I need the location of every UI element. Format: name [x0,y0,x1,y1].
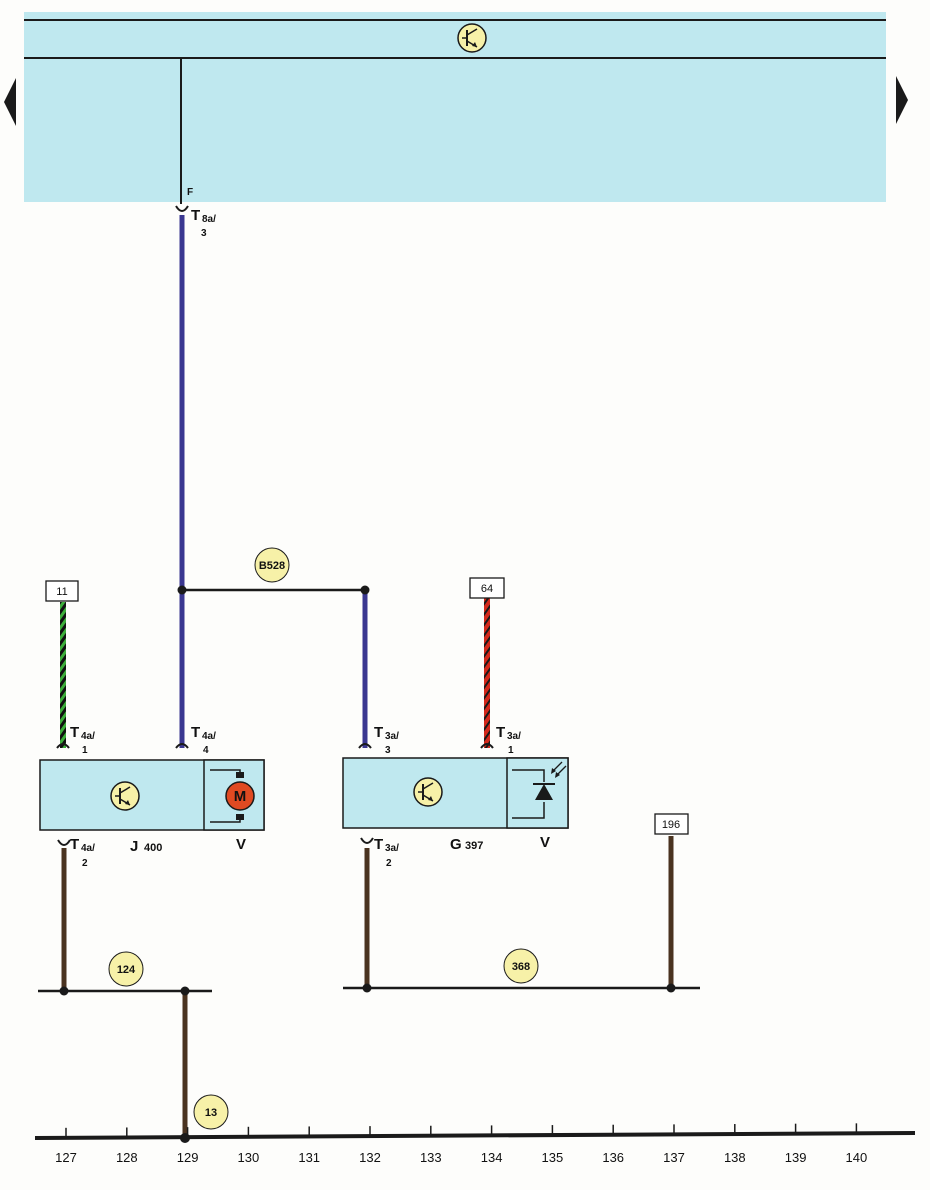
connector-sub: 4a/ [202,731,216,742]
connector-t3a-2: T 3a/ 2 [360,836,399,869]
ref-box-11[interactable]: 11 [45,580,79,602]
scale-label: 132 [359,1150,381,1165]
connector-sub: 8a/ [202,214,216,225]
connector-t4a-1: T 4a/ 1 [56,724,95,756]
connector-t4a-2: T 4a/ 2 [57,836,95,869]
scale-label: 139 [785,1150,807,1165]
connector-main: T [70,836,79,853]
photodiode-icon [512,761,567,819]
transistor-icon [110,781,140,811]
panel-background [24,12,886,202]
connector-pin: 1 [508,745,514,756]
callout-label: B528 [259,560,285,572]
transistor-icon [457,23,487,53]
junction-dot [666,983,676,993]
scale-label: 140 [846,1150,868,1165]
top-control-unit-panel [24,12,886,202]
scale-label: 128 [116,1150,138,1165]
voltage-label: V [236,836,246,853]
scale-label: 137 [663,1150,685,1165]
callout-124: 124 [108,951,144,987]
wire-label-f: F [187,187,193,198]
wire-red-black [484,598,490,748]
component-g397[interactable]: G 397 V [342,757,569,853]
connector-sub: 3a/ [385,731,399,742]
junction-dot [362,983,372,993]
callout-b528: B528 [254,547,290,583]
ref-box-196[interactable]: 196 [654,813,689,835]
connector-main: T [374,836,383,853]
component-main-label: G [450,836,462,853]
ref-box-label: 64 [481,583,493,595]
scale-label: 135 [542,1150,564,1165]
component-sub-label: 397 [465,840,483,852]
connector-main: T [191,724,200,741]
junction-dot [59,986,69,996]
connector-t3a-1: T 3a/ 1 [480,724,521,756]
motor-icon: M [210,769,255,823]
scale-label: 127 [55,1150,77,1165]
connector-main: T [374,724,383,741]
connector-pin: 2 [82,858,88,869]
callout-368: 368 [503,948,539,984]
connector-sub: 4a/ [81,731,95,742]
callout-label: 13 [205,1107,217,1119]
component-sub-label: 400 [144,842,162,854]
connector-main: T [496,724,505,741]
scale-label: 138 [724,1150,746,1165]
ground-bus [34,1131,916,1140]
transistor-icon [413,777,443,807]
connector-t4a-4: T 4a/ 4 [175,724,216,756]
callout-13: 13 [193,1094,229,1130]
connector-sub: 4a/ [81,843,95,854]
connector-pin: 4 [203,745,209,756]
junction-dot [360,585,370,595]
left-triangle-icon[interactable] [4,78,16,126]
connector-main: T [191,207,200,224]
connector-main: T [70,724,79,741]
connector-pin: 2 [386,858,392,869]
scale-label: 129 [177,1150,199,1165]
connector-pin: 1 [82,745,88,756]
scale-label: 136 [602,1150,624,1165]
connector-pin: 3 [385,745,391,756]
junction-dot [177,585,187,595]
connector-t3a-3: T 3a/ 3 [358,724,399,756]
scale-label: 133 [420,1150,442,1165]
ref-box-label: 11 [56,586,67,598]
component-j400[interactable]: M J 400 V [39,759,265,855]
motor-letter: M [234,788,247,805]
connector-sub: 3a/ [507,731,521,742]
connector-pin: 3 [201,228,207,239]
junction-dot [180,986,190,996]
junction-dots [59,585,676,1143]
component-main-label: J [130,838,138,855]
position-scale: 127 128 129 130 131 132 133 134 135 136 137 138 139 1… [55,1123,867,1165]
wires [38,58,700,1136]
scale-label: 130 [238,1150,260,1165]
ref-box-64[interactable]: 64 [469,577,505,599]
wire-green-black [60,602,66,748]
scale-label: 131 [298,1150,320,1165]
scale-label: 134 [481,1150,503,1165]
right-triangle-icon[interactable] [896,76,908,124]
connector-t8a-3: F T 8a/ 3 [175,187,216,239]
voltage-label: V [540,834,550,851]
callout-label: 124 [117,964,136,976]
ref-box-label: 196 [662,819,680,831]
callout-label: 368 [512,961,530,973]
connector-sub: 3a/ [385,843,399,854]
